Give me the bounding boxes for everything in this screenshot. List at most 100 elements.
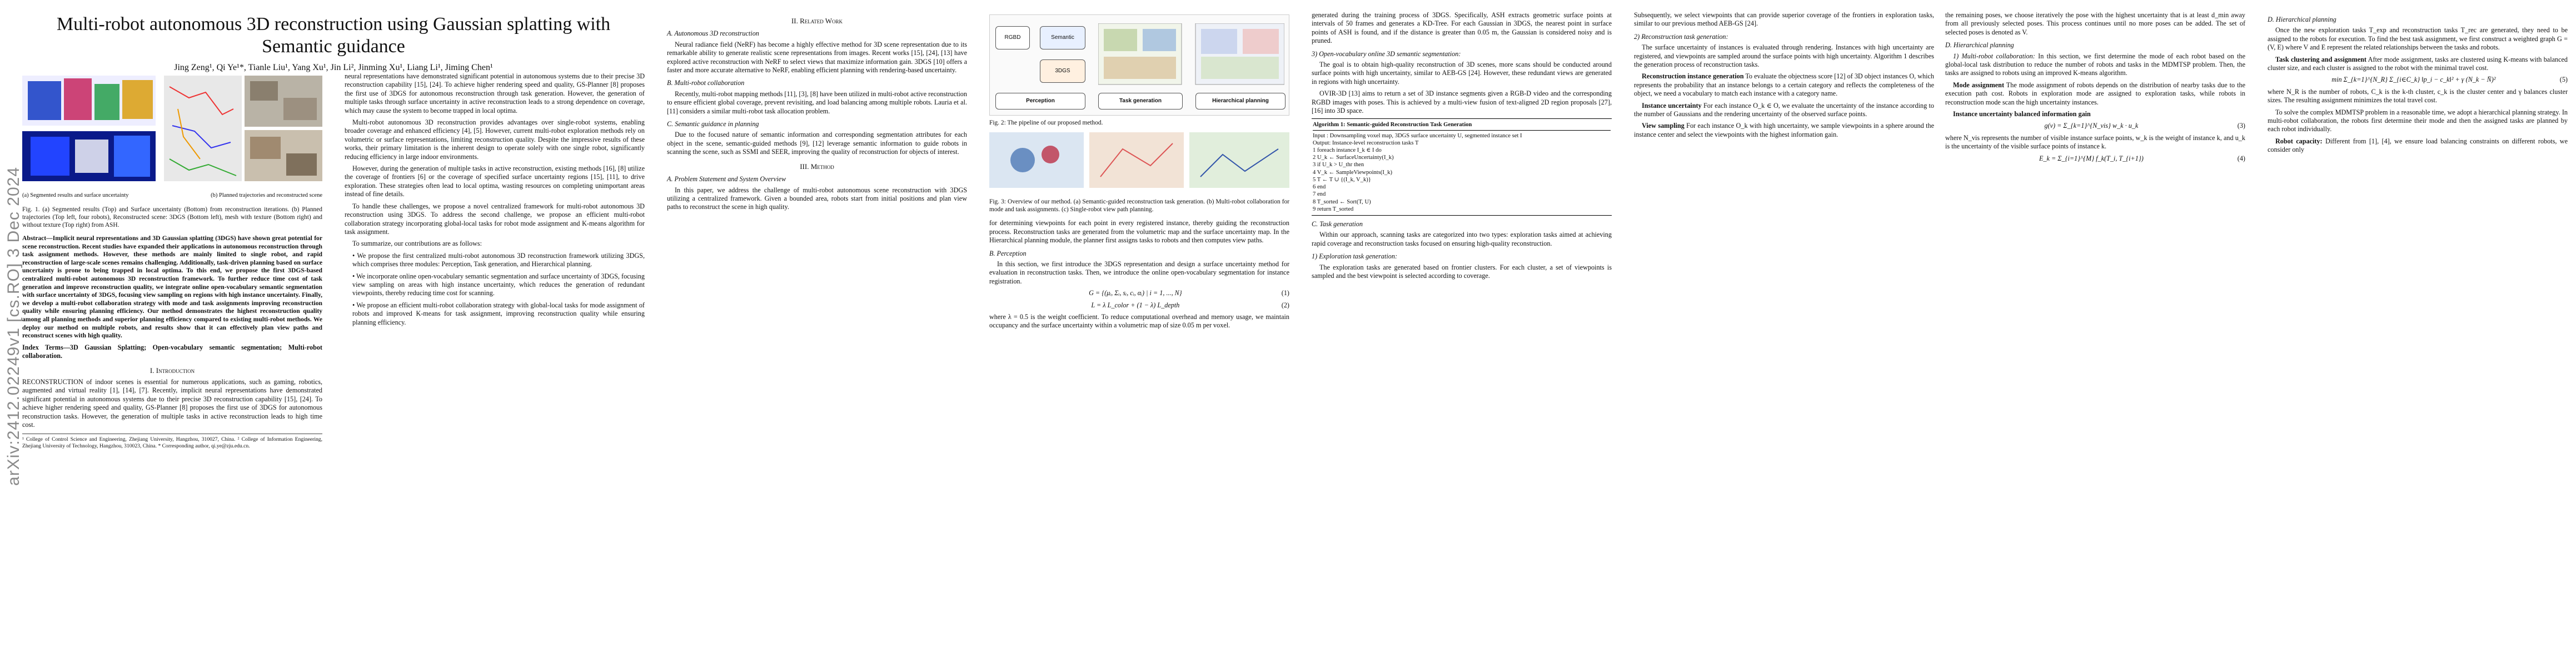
fig1-caption: Fig. 1. (a) Segmented results (Top) and …	[22, 206, 322, 228]
teaser-image	[22, 76, 322, 181]
teaser-figure: (a) Segmented results and surface uncert…	[22, 76, 322, 203]
equation-2: L = λ L_color + (1 − λ) L_depth(2)	[1091, 301, 1289, 309]
bold-run-in-rig: Reconstruction instance generation	[1642, 72, 1744, 81]
pipeline-figure: RGBD Semantic 3DGS Perception Task gener…	[989, 14, 1289, 116]
page-1: Multi-robot autonomous 3D reconstruction…	[22, 11, 645, 656]
subsection-hierarchical: D. Hierarchical planning	[1945, 41, 2014, 49]
p4c2-paragraph-4: To solve the complex MDMTSP problem in a…	[2268, 108, 2568, 133]
p3c2-paragraph-5: For each instance O_k with high uncertai…	[1634, 122, 1935, 138]
page2-right-column: RGBD Semantic 3DGS Perception Task gener…	[989, 11, 1289, 334]
intro-heading: I. Introduction	[150, 366, 195, 375]
intro-paragraph-1: RECONSTRUCTION of indoor scenes is essen…	[22, 377, 322, 429]
page-4: the remaining poses, we choose iterative…	[1945, 11, 2568, 656]
subsection-hierarchical-2: D. Hierarchical planning	[2268, 16, 2336, 23]
p3-paragraph-2: The goal is to obtain high-quality recon…	[1312, 61, 1612, 86]
algorithm-line: Input : Downsampling voxel map, 3DGS sur…	[1313, 132, 1522, 139]
contribution-1: • We propose the first centralized multi…	[352, 251, 645, 268]
equation-4: E_k = Σ_{i=1}^{M} f_k(T_i, T_{i+1})(4)	[2039, 154, 2245, 162]
col2-paragraph-3: However, during the generation of multip…	[345, 165, 645, 198]
method-heading: III. Method	[800, 162, 834, 171]
algorithm-line: Output: Instance-level reconstruction ta…	[1313, 140, 1419, 146]
p3-paragraph-4: Within our approach, scanning tasks are …	[1312, 231, 1612, 247]
pipeline-box-3dgs: 3DGS	[1040, 59, 1085, 83]
fig1-sublabel-a: (a) Segmented results and surface uncert…	[22, 192, 129, 199]
p3c2-paragraph-1: Subsequently, we select viewpoints that …	[1634, 11, 1934, 28]
related-a-paragraph: Neural radiance field (NeRF) has become …	[667, 40, 967, 74]
subsection-c: C. Semantic guidance in planning	[667, 120, 759, 128]
pipeline-diagram-art	[1098, 23, 1284, 85]
equation-3: g(v) = Σ_{k=1}^{N_vis} w_k · u_k(3)	[2044, 122, 2245, 130]
fig3-caption: Fig. 3: Overview of our method. (a) Sema…	[989, 198, 1289, 213]
bold-run-in-iu: Instance uncertainty	[1642, 101, 1702, 109]
bullet-title-1: 1) Multi-robot collaboration:	[1953, 52, 2035, 60]
algorithm-line: 9 return T_sorted	[1313, 206, 1354, 212]
algorithm-title: Algorithm 1: Semantic-guided Reconstruct…	[1313, 121, 1611, 131]
method-paragraph-1: In this paper, we address the challenge …	[667, 186, 967, 211]
page-2: II. Related Work A. Autonomous 3D recons…	[667, 11, 1289, 656]
p4c2-paragraph-1: Once the new exploration tasks T_exp and…	[2268, 26, 2568, 52]
subsection-task-generation: C. Task generation	[1312, 220, 1363, 228]
subsection-b: B. Multi-robot collaboration	[667, 79, 745, 87]
contribution-2: • We incorporate online open-vocabulary …	[352, 272, 645, 297]
index-terms: Index Terms—3D Gaussian Splatting; Open-…	[22, 343, 322, 360]
algorithm-line: 7 end	[1313, 191, 1326, 198]
bold-run-in-vs: View sampling	[1642, 122, 1685, 130]
equation-1: G = {(μᵢ, Σᵢ, sᵢ, cᵢ, αᵢ) | i = 1, ..., …	[1089, 289, 1289, 297]
pipeline-box-semantic: Semantic	[1040, 26, 1085, 49]
subsection-overview: A. Problem Statement and System Overview	[667, 175, 786, 183]
algorithm-1: Algorithm 1: Semantic-guided Reconstruct…	[1312, 118, 1612, 216]
algorithm-line: 2 U_k ← SurfaceUncertainty(I_k)	[1313, 155, 1394, 161]
col2-paragraph-2: Multi-robot autonomous 3D reconstruction…	[345, 118, 645, 161]
p4c2-paragraph-3: where N_R is the number of robots, C_k i…	[2268, 87, 2568, 104]
algorithm-line: 4 V_k ← SampleViewpoints(I_k)	[1313, 169, 1393, 176]
author-list: Jing Zeng¹, Qi Ye¹*, Tianle Liu¹, Yang X…	[174, 63, 493, 72]
page-3: generated during the training process of…	[1312, 11, 1934, 656]
page4-left-column: the remaining poses, we choose iterative…	[1945, 11, 2245, 166]
p3c2-paragraph-2: The surface uncertainty of instances is …	[1634, 43, 1934, 69]
p4c2-paragraph-2: After mode assignment, tasks are cluster…	[2268, 55, 2568, 72]
fig2-caption: Fig. 2: The pipeline of our proposed met…	[989, 120, 1103, 126]
col2-paragraph-1: neural representations have demonstrated…	[345, 72, 645, 115]
contributions-intro: To summarize, our contributions are as f…	[352, 240, 482, 248]
pipeline-box-hierarchical-planning: Hierarchical planning	[1195, 93, 1285, 109]
abstract: Abstract—Implicit neural representations…	[22, 235, 322, 340]
bold-task-clustering: Task clustering and assignment	[2275, 55, 2366, 63]
p4c2-paragraph-5: Different from [1], [4], we ensure load …	[2268, 137, 2568, 154]
p4-paragraph-2: The mode assignment of robots depends on…	[1945, 81, 2245, 106]
subsection-perception: B. Perception	[989, 249, 1027, 257]
fig3-image	[989, 132, 1289, 188]
subsection-a: A. Autonomous 3D reconstruction	[667, 29, 759, 38]
perception-paragraph-1: In this section, we first introduce the …	[989, 260, 1289, 285]
page4-right-column: D. Hierarchical planning Once the new ex…	[2268, 11, 2568, 158]
pipeline-box-task-generation: Task generation	[1098, 93, 1183, 109]
subsection-exploration: 1) Exploration task generation:	[1312, 252, 1398, 261]
related-b-paragraph: Recently, multi-robot mapping methods [1…	[667, 89, 967, 115]
footnote: ¹ College of Control Science and Enginee…	[22, 434, 322, 449]
pipeline-box-rgbd: RGBD	[995, 26, 1030, 49]
page3-right-column: Subsequently, we select viewpoints that …	[1634, 11, 1934, 142]
method-paragraph-2: for determining viewpoints for each poin…	[989, 219, 1289, 245]
subsection-open-vocab: 3) Open-vocabulary online 3D semantic se…	[1312, 49, 1461, 58]
equation-5: min Σ_{k=1}^{N_R} Σ_{i∈C_k} ‖p_i − c_k‖²…	[2331, 76, 2568, 84]
page3-left-column: generated during the training process of…	[1312, 11, 1612, 283]
p3c2-paragraph-4: For each instance O_k ∈ O, we evaluate t…	[1634, 101, 1934, 118]
page1-left-column: (a) Segmented results and surface uncert…	[22, 72, 322, 449]
arxiv-stamp: arXiv:2412.02249v1 [cs.RO] 3 Dec 2024	[4, 167, 23, 486]
related-work-heading: II. Related Work	[791, 17, 843, 25]
algorithm-line: 5 T ← T ∪ {(I_k, V_k)}	[1313, 176, 1371, 183]
p3-paragraph-5: The exploration tasks are generated base…	[1312, 263, 1612, 280]
p3-paragraph-1: generated during the training process of…	[1312, 11, 1612, 45]
algorithm-line: 8 T_sorted ← Sort(T, U)	[1313, 198, 1371, 205]
col2-paragraph-4: To handle these challenges, we propose a…	[345, 202, 645, 236]
bold-mode: Mode assignment	[1953, 81, 2005, 89]
pipeline-box-perception: Perception	[995, 93, 1085, 109]
algorithm-line: 1 foreach instance I_k ∈ I do	[1313, 147, 1382, 154]
p3-paragraph-3: OVIR-3D [13] aims to return a set of 3D …	[1312, 89, 1612, 115]
p4-bullet-1: In this section, we first determine the …	[1945, 52, 2246, 77]
page2-left-column: II. Related Work A. Autonomous 3D recons…	[667, 11, 967, 215]
bold-iug: Instance uncertainty balanced informatio…	[1953, 110, 2091, 118]
subsection-reconstruction: 2) Reconstruction task generation:	[1634, 32, 1728, 41]
algorithm-line: 3 if U_k > U_thr then	[1313, 162, 1364, 168]
paper-title: Multi-robot autonomous 3D reconstruction…	[56, 14, 611, 57]
perception-paragraph-2: where λ = 0.5 is the weight coefficient.…	[989, 313, 1289, 330]
